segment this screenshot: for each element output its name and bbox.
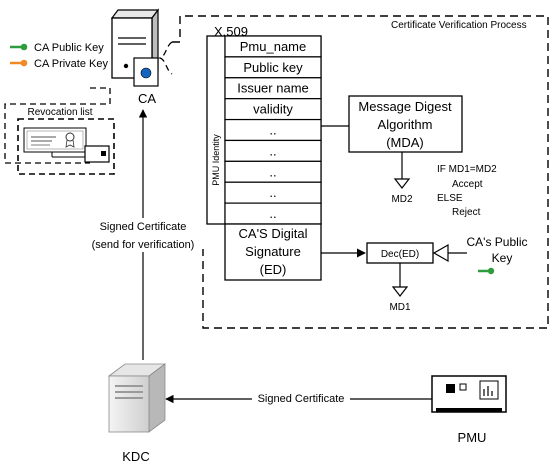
device-icon <box>84 145 110 163</box>
md2-ground-icon <box>393 178 411 189</box>
mda-line-3: (MDA) <box>386 135 424 150</box>
mda-line-2: Algorithm <box>378 117 433 132</box>
kdc-label: KDC <box>122 449 149 464</box>
certificate-document-icon <box>23 127 87 153</box>
condition-line-3: ELSE <box>437 193 463 204</box>
decryption-block: Dec(ED) MD1 <box>321 242 467 313</box>
certificate-field-label: .. <box>269 123 276 138</box>
mda-line-1: Message Digest <box>358 99 452 114</box>
public-key-icon <box>10 43 28 51</box>
legend-public-key-label: CA Public Key <box>34 42 104 54</box>
svg-text:(send for verification): (send for verification) <box>92 239 195 251</box>
md1-ground-icon <box>391 286 409 297</box>
certificate-field-label: Pmu_name <box>240 39 306 54</box>
signed-cert-vertical-label: Signed Certificate (send for verificatio… <box>92 218 201 252</box>
legend: CA Public Key CA Private Key <box>10 42 108 70</box>
md1-label: MD1 <box>389 302 411 313</box>
signed-cert-horizontal-label: Signed Certificate <box>252 390 350 406</box>
certificate-field-label: Issuer name <box>237 81 309 96</box>
pmu-label: PMU <box>458 430 487 445</box>
process-title: Certificate Verification Process <box>391 20 527 31</box>
condition-line-1: IF MD1=MD2 <box>437 164 497 175</box>
ca-label: CA <box>138 91 156 106</box>
private-key-icon <box>10 59 28 67</box>
revocation-list-label: Revocation list <box>27 107 92 118</box>
signature-line-3: (ED) <box>260 262 287 277</box>
x509-label: X.509 <box>214 24 248 39</box>
dec-label: Dec(ED) <box>381 249 419 260</box>
md2-label: MD2 <box>391 194 413 205</box>
revocation-list-panel: Revocation list <box>4 87 115 175</box>
certificate-field-label: validity <box>253 102 293 117</box>
pmu-identity-label: PMU Identity <box>211 134 221 186</box>
mda-box: Message Digest Algorithm (MDA) MD2 <box>321 95 463 205</box>
ca-server-icon <box>110 8 160 87</box>
condition-line-4: Reject <box>452 207 481 218</box>
svg-text:Signed Certificate: Signed Certificate <box>258 393 345 405</box>
ca-pubkey-line-2: Key <box>492 251 513 265</box>
comparison-rule: IF MD1=MD2 Accept ELSE Reject <box>437 164 497 218</box>
kdc-server-icon <box>107 363 167 433</box>
key-input-arrow-icon <box>432 243 449 263</box>
pmu-device-icon <box>431 375 507 413</box>
certificate-field-label: .. <box>269 185 276 200</box>
certificate-field-label: Public key <box>243 60 303 75</box>
certificate-field-label: .. <box>269 164 276 179</box>
legend-private-key-label: CA Private Key <box>34 58 108 70</box>
certificate-field-label: .. <box>269 206 276 221</box>
ca-public-key: CA's Public Key <box>467 235 528 275</box>
svg-text:Signed Certificate: Signed Certificate <box>100 221 187 233</box>
condition-line-2: Accept <box>452 179 483 190</box>
signature-line-1: CA'S Digital <box>239 226 308 241</box>
certificate-field-label: .. <box>269 143 276 158</box>
public-key-small-icon <box>478 267 495 275</box>
signature-line-2: Signature <box>245 244 301 259</box>
verification-process-panel: Certificate Verification Process <box>157 15 549 329</box>
ca-pubkey-line-1: CA's Public <box>467 235 528 249</box>
